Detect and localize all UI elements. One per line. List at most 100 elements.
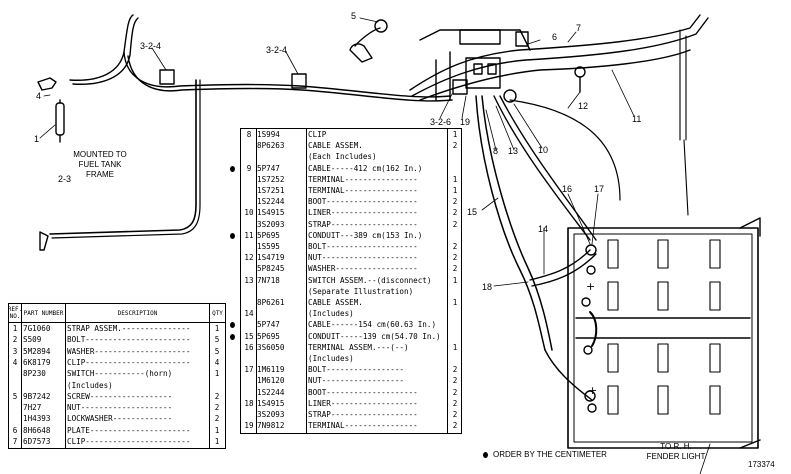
part-number-cell: 6K8179 xyxy=(23,357,51,367)
part-number-cell: 1S4719 xyxy=(257,253,285,263)
centimeter-order-dot-icon xyxy=(230,333,235,340)
description-cell: CABLE-----412 cm(162 In.) xyxy=(308,163,423,173)
callout-3-2-4-mid: 3-2-4 xyxy=(266,45,288,55)
plus-terminal-upper: + xyxy=(586,280,595,293)
callout-3-2-4-left: 3-2-4 xyxy=(140,41,162,51)
ref-cell: 1 xyxy=(12,324,18,333)
ref-cell: 8 xyxy=(246,130,252,139)
qty-cell: 2 xyxy=(452,208,458,218)
order-note: ORDER BY THE CENTIMETER xyxy=(483,450,607,459)
qty-cell: 2 xyxy=(214,391,220,401)
centimeter-order-dot-icon xyxy=(230,165,235,172)
description-cell: (Includes) xyxy=(67,380,113,390)
clip-3-2-4-left xyxy=(159,69,175,85)
callout-6: 6 xyxy=(552,32,558,42)
qty-cell: 2 xyxy=(452,398,458,408)
qty-cell: 2 xyxy=(452,141,458,151)
battery-box xyxy=(567,227,759,449)
description-cell: (Includes) xyxy=(308,309,354,319)
ref-cell: 5 xyxy=(12,391,18,401)
callout-19: 19 xyxy=(460,117,471,127)
clip-3-2-4-mid xyxy=(291,73,307,89)
header-ref-no: REF. NO. xyxy=(7,306,23,320)
table-row: 1 7G1060 STRAP ASSEM.--------------- 1 xyxy=(9,324,225,334)
part-number-cell: 1S2244 xyxy=(257,197,285,207)
qty-cell: 2 xyxy=(452,365,458,375)
description-cell: NUT--------------------- xyxy=(308,253,418,263)
part-number-cell: 7G1060 xyxy=(23,324,51,333)
callout-11: 11 xyxy=(632,114,642,124)
part-number-cell: 8H6648 xyxy=(23,425,51,435)
qty-cell: 1 xyxy=(214,369,220,379)
bullet-dot-icon xyxy=(483,451,488,458)
qty-cell: 1 xyxy=(452,174,458,184)
description-cell: CLIP----------------------- xyxy=(67,437,191,446)
qty-cell: 1 xyxy=(214,324,220,333)
callout-17: 17 xyxy=(594,184,605,194)
ref-cell: 12 xyxy=(244,253,254,263)
qty-cell: 2 xyxy=(452,410,458,419)
table-row: 14(Includes) xyxy=(241,309,461,319)
centimeter-order-dot-icon xyxy=(230,232,235,239)
part-number-cell: 1S4915 xyxy=(257,208,285,218)
part-number-cell: 3S2093 xyxy=(257,219,285,229)
callout-18: 18 xyxy=(482,282,493,292)
description-cell: BOLT----------------------- xyxy=(67,335,191,345)
callout-5: 5 xyxy=(351,11,357,21)
part-number-cell: 1S7251 xyxy=(257,186,285,195)
ref-cell: 16 xyxy=(244,342,254,352)
callout-12: 12 xyxy=(578,101,589,111)
order-note-text: ORDER BY THE CENTIMETER xyxy=(493,450,607,459)
table-row: (Separate Illustration) xyxy=(241,287,461,297)
qty-cell: 5 xyxy=(214,346,220,356)
ref-cell: 6 xyxy=(12,425,18,435)
part-number-cell: 7H27 xyxy=(23,403,42,413)
fender-light-note: TO R. H. FENDER LIGHT xyxy=(646,442,706,461)
description-cell: SWITCH-----------(horn) xyxy=(67,369,173,379)
header-part-number: PART NUMBER xyxy=(23,309,64,317)
description-cell: BOLT-------------------- xyxy=(308,242,418,251)
description-cell: CABLE ASSEM. xyxy=(308,141,363,151)
part-number-cell: 5P747 xyxy=(257,320,280,330)
ref-cell: 10 xyxy=(244,208,254,218)
qty-cell: 2 xyxy=(452,219,458,229)
part-number-cell: 5P747 xyxy=(257,163,280,173)
qty-cell: 2 xyxy=(452,421,458,431)
part-number-cell: 1S2244 xyxy=(257,387,285,397)
part-number-cell: 3S6050 xyxy=(257,342,285,352)
table-row: (Includes) xyxy=(9,381,225,391)
part-number-cell: 1S595 xyxy=(257,242,280,251)
description-cell: LOCKWASHER------------- xyxy=(67,414,173,424)
qty-cell: 1 xyxy=(214,437,220,446)
callout-7: 7 xyxy=(576,23,582,33)
description-cell: (Includes) xyxy=(308,354,354,363)
description-cell: TERMINAL---------------- xyxy=(308,186,418,195)
part-number-cell: 5P695 xyxy=(257,230,280,240)
table-row: (Each Includes) xyxy=(241,152,461,162)
description-cell: WASHER------------------ xyxy=(308,264,418,274)
part-number-cell: 1S994 xyxy=(257,130,280,139)
description-cell: SCREW------------------ xyxy=(67,391,173,401)
mounting-note: MOUNTED TO FUEL TANK FRAME xyxy=(73,150,127,179)
plus-terminal-lower: + xyxy=(588,384,597,397)
callout-10: 10 xyxy=(538,145,549,155)
qty-cell: 2 xyxy=(452,253,458,263)
description-cell: STRAP ASSEM.--------------- xyxy=(67,324,191,333)
part-number-cell: 8P6261 xyxy=(257,298,285,307)
qty-cell: 2 xyxy=(452,376,458,386)
